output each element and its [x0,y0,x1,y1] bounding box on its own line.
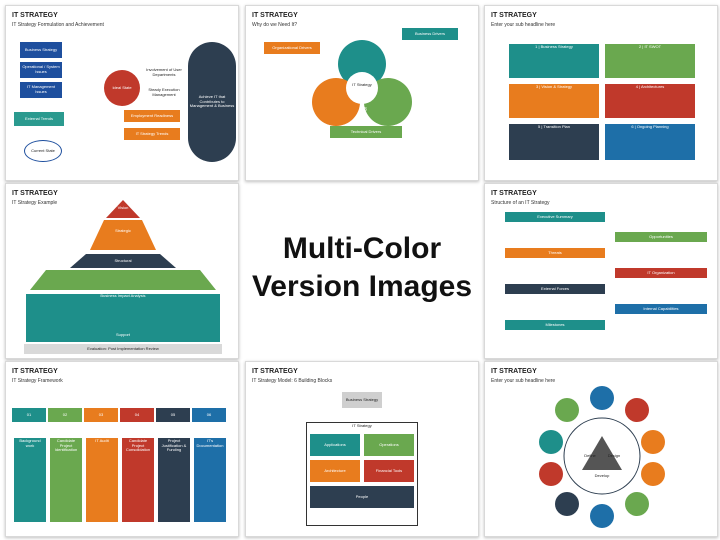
step-6: 6 | Ongoing Planning [605,124,695,160]
left-box-3: IT Management Issues [20,82,62,98]
tech-drivers-label: Technical Drivers [330,126,402,138]
slide-subtitle: IT Strategy Example [12,200,58,206]
center-define: Define [584,452,596,458]
left-box-1: Business Strategy [20,42,62,58]
step-1: 1 | Business Strategy [509,44,599,78]
external-trends-box: External Trends [14,112,64,126]
num-03: 03 [361,107,367,114]
mid-item-1: Involvement of User Departments [146,67,182,77]
block-people: People [310,486,414,508]
col-6: IT's Documentation [194,438,226,522]
org-drivers-label: Organizational Drivers [264,42,320,54]
slide-subtitle: Why do we Need It? [252,22,298,28]
tier-strategic: Strategic [115,227,131,233]
it-strategy-frame: IT Strategy [306,422,418,526]
slide-subtitle: Enter your sub headline here [491,22,556,28]
phase-06: 06 [192,408,226,422]
item-01: Executive Summary [505,212,605,222]
center-label: IT Strategy [352,81,372,87]
col-3: IT Audit [86,438,118,522]
slide-thumbnail-building-blocks[interactable]: IT STRATEGY IT Strategy Model: 6 Buildin… [245,361,479,537]
step-2: 2 | IT SWOT [605,44,695,78]
pyramid-graphic [24,200,222,354]
step-4: 4 | Architectures [605,84,695,118]
slide-thumbnail-cycle[interactable]: IT STRATEGY Enter your sub headline here… [484,361,718,537]
slide-subtitle: Enter your sub headline here [491,378,556,384]
col-5: Project Justification & Funding [158,438,190,522]
phase-04: 04 [120,408,154,422]
page-heading: Multi-Color Version Images [245,230,479,306]
slide-title: IT STRATEGY [12,190,58,197]
slide-thumbnail-framework[interactable]: IT STRATEGY IT Strategy Framework 01 02 … [5,361,239,537]
tier-structural: Structural [114,257,132,263]
slide-title: IT STRATEGY [491,368,537,375]
heading-line-2: Version Images [251,270,473,303]
num-01: 01 [323,67,329,74]
slide-subtitle: IT Strategy Framework [12,378,63,384]
center-design: Design [607,452,621,458]
item-05: External Forces [505,284,605,294]
slide-title: IT STRATEGY [12,12,58,19]
business-drivers-label: Business Drivers [402,28,458,40]
item-03: Threats [505,248,605,258]
slide-subtitle: IT Strategy Formulation and Achievement [12,22,104,28]
slide-thumbnail-structure[interactable]: IT STRATEGY Structure of an IT Strategy … [484,183,718,359]
num-02: 02 [399,67,405,74]
heading-line-1: Multi-Color [282,232,442,265]
current-state: Current State [24,140,62,162]
tier-bia: Business Impact Analysis [100,292,146,298]
bottom-box-1: Employment Readiness [124,110,180,122]
business-strategy-box: Business Strategy [342,392,382,408]
slide-thumbnail-six-steps[interactable]: IT STRATEGY Enter your sub headline here… [484,5,718,181]
center-develop: Develop [594,472,610,478]
slide-subtitle: IT Strategy Model: 6 Building Blocks [252,378,333,384]
slide-thumbnail-pyramid[interactable]: IT STRATEGY IT Strategy Example Strategi… [5,183,239,359]
cycle-graphic [539,386,665,528]
tier-support: Support [115,331,130,337]
slide-thumbnail-formulation[interactable]: IT STRATEGY IT Strategy Formulation and … [5,5,239,181]
tier-vision: Vision [117,204,129,210]
slide-title: IT STRATEGY [491,12,537,19]
phase-03: 03 [84,408,118,422]
col-4: Candidate Project Consolidation [122,438,154,522]
col-1: Background work [14,438,46,522]
slide-title: IT STRATEGY [491,190,537,197]
result-pill: Achieve IT that Contributes to Managemen… [188,42,236,162]
ideal-state: Ideal State [104,70,140,106]
slide-title: IT STRATEGY [252,368,298,375]
step-3: 3 | Vision & Strategy [509,84,599,118]
tier-evaluation: Evaluation: Post Implementation Review [87,345,159,351]
item-07: Milestones [505,320,605,330]
slide-title: IT STRATEGY [252,12,298,19]
block-architecture: Architecture [310,460,360,482]
left-box-2: Operational / System Issues [20,62,62,78]
phase-02: 02 [48,408,82,422]
item-02: Opportunities [615,232,707,242]
item-04: IT Organization [615,268,707,278]
phase-01: 01 [12,408,46,422]
block-financial: Financial Tools [364,460,414,482]
bottom-box-2: IT Strategy Trends [124,128,180,140]
slide-subtitle: Structure of an IT Strategy [491,200,550,206]
block-applications: Applications [310,434,360,456]
slide-thumbnail-why-needed[interactable]: IT STRATEGY Why do we Need It? Organizat… [245,5,479,181]
block-operations: Operations [364,434,414,456]
col-2: Candidate Project Identification [50,438,82,522]
phase-05: 05 [156,408,190,422]
mid-item-2: Steady Execution Management [148,87,180,97]
driver-cycle-graphic [312,40,412,126]
step-5: 5 | Transition Plan [509,124,599,160]
slide-title: IT STRATEGY [12,368,58,375]
item-06: Internal Capabilities [615,304,707,314]
